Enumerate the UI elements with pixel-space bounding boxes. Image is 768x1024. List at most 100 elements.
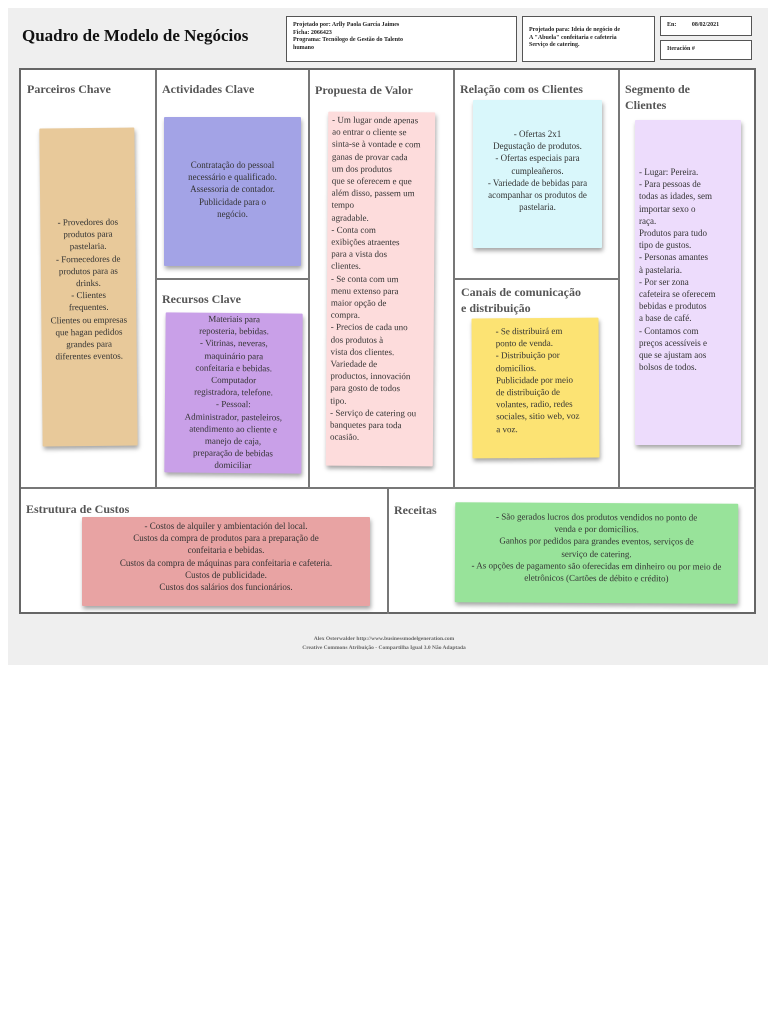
note-line: Degustação de produtos. xyxy=(493,141,582,152)
note-line: cafeteira se oferecem xyxy=(639,289,716,300)
note-line: dos produtos à xyxy=(330,334,384,345)
note-line: a voz. xyxy=(496,423,518,434)
note-line: productos, innovación xyxy=(330,370,411,382)
section-title-channels-line: Canais de comunicação xyxy=(461,285,581,299)
sticky-note-costs: - Costos de alquiler y ambientación del … xyxy=(82,517,370,606)
note-line: - Vitrinas, neveras, xyxy=(199,338,268,349)
note-line: negócio. xyxy=(217,208,248,219)
note-line: maior opção de xyxy=(330,297,387,309)
note-line: ao entrar o cliente se xyxy=(332,126,407,138)
note-line: exibições atraentes xyxy=(331,236,400,248)
section-title-partners: Parceiros Chave xyxy=(27,82,111,96)
note-line: atendimento ao cliente e xyxy=(189,423,278,435)
projected-by-line: Programa: Tecnólogo de Gestão do Talento xyxy=(293,37,404,43)
note-line: acompanhar os produtos de xyxy=(488,190,587,201)
note-line: tipo de gustos. xyxy=(639,240,692,251)
divider xyxy=(618,70,620,487)
note-line: importar sexo o xyxy=(639,203,696,214)
section-title-revenue: Receitas xyxy=(394,503,437,517)
note-line: sinta-se à vontade e com xyxy=(331,139,421,150)
note-line: - Distribuição por xyxy=(495,350,560,361)
projected-for-line: Serviço de catering. xyxy=(529,42,580,48)
note-line: - Fornecedores de xyxy=(55,253,121,264)
date-box: En: 08/02/2021 xyxy=(660,16,752,36)
note-line: que hagan pedidos xyxy=(55,326,123,338)
note-line: - As opções de pagamento são oferecidas … xyxy=(471,560,722,572)
note-line: sociales, sitio web, voz xyxy=(496,411,580,422)
note-line: Computador xyxy=(211,374,257,386)
note-line: compra. xyxy=(330,309,361,321)
divider xyxy=(155,278,308,280)
date-value: 08/02/2021 xyxy=(691,22,720,28)
note-line: frequentes. xyxy=(68,302,109,313)
note-line: eletrônicos (Cartões de débito e crédito… xyxy=(524,572,669,584)
note-line: Variedade de xyxy=(330,358,378,370)
note-line: que se ajustam aos xyxy=(639,350,707,361)
note-line: - Para pessoas de xyxy=(639,179,701,190)
projected-for-line: Projetado para: Ideia de negócio de xyxy=(529,27,621,33)
note-line: banquetes para toda xyxy=(330,419,402,431)
note-line: necessário e qualificado. xyxy=(188,172,277,183)
note-line: produtos para as xyxy=(58,265,118,277)
projected-by-box: Projetado por: Arlly Paola García Jaimes… xyxy=(286,16,517,62)
note-line: além disso, passem um tempo xyxy=(331,187,415,211)
note-line: agradable. xyxy=(331,212,369,223)
note-line: raça. xyxy=(639,215,657,226)
note-line: Materiais para xyxy=(208,313,261,325)
note-line: de distribuição de xyxy=(495,386,561,398)
iteration-label: Iteración # xyxy=(667,46,695,52)
note-line: grandes para xyxy=(66,338,113,350)
section-title-channels: Canais de comunicação e distribuição xyxy=(461,284,581,316)
note-line: um dos produtos xyxy=(331,163,392,174)
divider xyxy=(453,278,618,280)
note-line: clientes. xyxy=(331,261,361,272)
note-line: manejo de caja, xyxy=(204,435,262,447)
iteration-box: Iteración # xyxy=(660,40,752,60)
section-title-activities: Actividades Clave xyxy=(162,82,255,96)
projected-for-box: Projetado para: Ideia de negócio de A "A… xyxy=(522,16,655,62)
note-line: diferentes eventos. xyxy=(55,350,124,362)
note-line: para a vista dos xyxy=(331,248,388,260)
note-line: - Lugar: Pereira. xyxy=(639,167,699,177)
note-line: - Ofertas 2x1 xyxy=(513,129,562,139)
note-line: a base de café. xyxy=(639,313,692,324)
date-label: En: xyxy=(667,22,677,28)
note-line: preços acessíveis e xyxy=(639,337,707,348)
note-line: ganas de provar cada xyxy=(331,151,408,162)
note-line: - Personas amantes xyxy=(639,252,708,263)
note-line: Publicidade para o xyxy=(199,196,266,207)
note-line: - Por ser zona xyxy=(639,276,689,287)
note-line: Publicidade por meio xyxy=(495,374,573,386)
note-line: menu extenso para xyxy=(330,285,399,296)
divider xyxy=(21,487,756,489)
note-line: vista dos clientes. xyxy=(330,346,395,357)
note-line: domicílios. xyxy=(495,362,537,373)
projected-for-line: A "Abuela" confeitaria e cafeteria xyxy=(529,34,617,41)
note-line: - Variedade de bebidas para xyxy=(487,177,588,188)
sticky-note-revenue: - São gerados lucros dos produtos vendid… xyxy=(454,502,739,604)
sticky-note-activities: Contratação do pessoal necessário e quali… xyxy=(164,117,301,266)
note-line: pastelaria. xyxy=(519,202,556,213)
note-line: Custos de publicidade. xyxy=(185,569,267,580)
note-line: maquinário para xyxy=(204,350,264,361)
note-line: - Um lugar onde apenas xyxy=(332,114,419,126)
note-line: confeitaria e bebidas. xyxy=(187,545,265,556)
note-line: - Contamos com xyxy=(639,325,699,336)
footer-license: Creative Commons Atribuição - Compartilh… xyxy=(302,645,466,651)
note-line: todas as idades, sem xyxy=(639,191,712,202)
note-line: para gosto de todos xyxy=(330,383,401,394)
note-line: produtos para xyxy=(63,228,113,240)
note-line: Contratação do pessoal xyxy=(190,160,275,170)
note-line: - Costos de alquiler y ambientación del … xyxy=(144,521,308,531)
divider xyxy=(308,70,310,487)
note-line: Clientes ou empresas xyxy=(50,314,128,326)
note-line: - Clientes xyxy=(71,290,107,301)
projected-by-line: humano xyxy=(293,44,315,51)
note-line: cumpleañeros. xyxy=(511,165,564,176)
section-title-value: Propuesta de Valor xyxy=(315,83,413,97)
section-title-costs: Estrutura de Custos xyxy=(26,502,130,516)
section-title-resources: Recursos Clave xyxy=(162,292,241,306)
